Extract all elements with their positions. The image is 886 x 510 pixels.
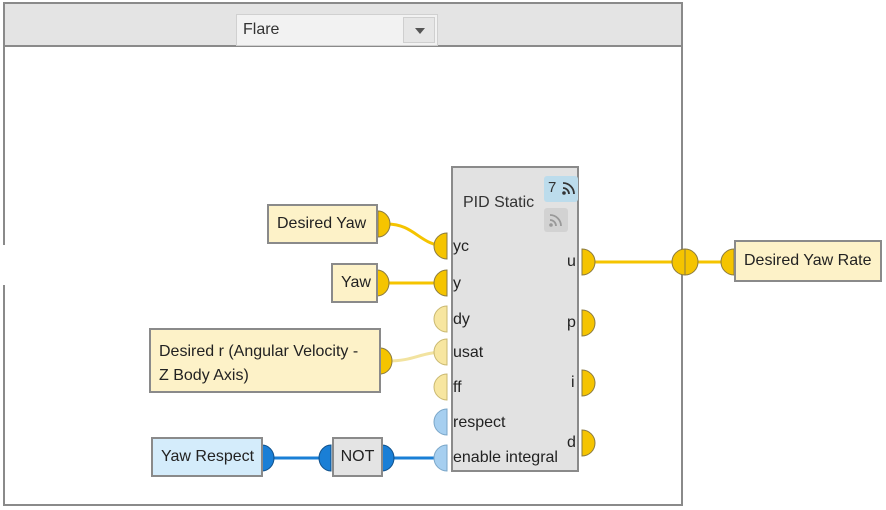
port-not-in <box>318 444 332 472</box>
node-yaw-label: Yaw <box>341 274 371 291</box>
port-desired-r-out <box>379 347 393 375</box>
pid-block-badge-count: 7 <box>548 179 557 196</box>
port-enable-integral <box>433 444 448 472</box>
node-desired-r-label-line1: Desired r (Angular Velocity - <box>159 343 359 360</box>
port-label-ff: ff <box>453 379 462 396</box>
port-label-u: u <box>567 253 576 270</box>
port-label-enable-integral: enable integral <box>453 449 558 466</box>
pid-block-feed-badge[interactable] <box>544 208 568 232</box>
mode-dropdown-value: Flare <box>243 21 280 38</box>
port-i <box>581 369 596 397</box>
canvas-edge-marker <box>0 245 27 285</box>
port-label-y: y <box>453 275 461 292</box>
port-dy <box>433 305 448 333</box>
port-label-usat: usat <box>453 344 484 361</box>
node-yaw-respect-label: Yaw Respect <box>161 448 255 465</box>
port-label-dy: dy <box>453 311 470 328</box>
port-respect <box>433 408 448 436</box>
node-not-gate[interactable]: NOT <box>332 437 383 477</box>
signal-icon <box>562 182 575 195</box>
node-yaw-respect[interactable]: Yaw Respect <box>151 437 263 477</box>
port-label-yc: yc <box>453 238 469 255</box>
pid-block-title: PID Static <box>463 194 535 211</box>
node-desired-yaw[interactable]: Desired Yaw <box>267 204 378 244</box>
port-not-out <box>381 444 395 472</box>
port-ff <box>433 373 448 401</box>
port-p <box>581 309 596 337</box>
node-yaw[interactable]: Yaw <box>331 263 378 303</box>
graph-toolbar: Flare <box>3 2 683 47</box>
node-desired-yaw-label: Desired Yaw <box>277 215 367 232</box>
port-label-p: p <box>567 314 576 331</box>
port-label-i: i <box>571 374 575 391</box>
pid-static-block[interactable]: PID Static 7 <box>451 166 579 472</box>
chevron-down-icon[interactable] <box>403 17 435 43</box>
port-rate-chain-right <box>684 248 699 276</box>
port-label-respect: respect <box>453 414 506 431</box>
port-y <box>433 269 448 297</box>
port-d <box>581 429 596 457</box>
feed-icon <box>549 214 562 227</box>
port-desired-yaw-rate-in <box>720 248 735 276</box>
port-u <box>581 248 596 276</box>
pid-block-badge[interactable]: 7 <box>544 176 578 202</box>
node-desired-yaw-rate-label: Desired Yaw Rate <box>744 252 872 269</box>
port-desired-yaw-out <box>377 210 391 238</box>
port-yaw-out <box>376 269 390 297</box>
port-yaw-respect-out <box>261 444 275 472</box>
node-desired-r[interactable]: Desired r (Angular Velocity - Z Body Axi… <box>149 328 381 393</box>
node-desired-r-label-line2: Z Body Axis) <box>159 367 249 384</box>
port-yc <box>433 232 448 260</box>
port-usat <box>433 338 448 366</box>
node-not-gate-label: NOT <box>340 448 375 465</box>
mode-dropdown[interactable]: Flare <box>236 14 438 46</box>
node-desired-yaw-rate[interactable]: Desired Yaw Rate <box>734 240 882 282</box>
port-rate-chain-left <box>671 248 686 276</box>
port-label-d: d <box>567 434 576 451</box>
